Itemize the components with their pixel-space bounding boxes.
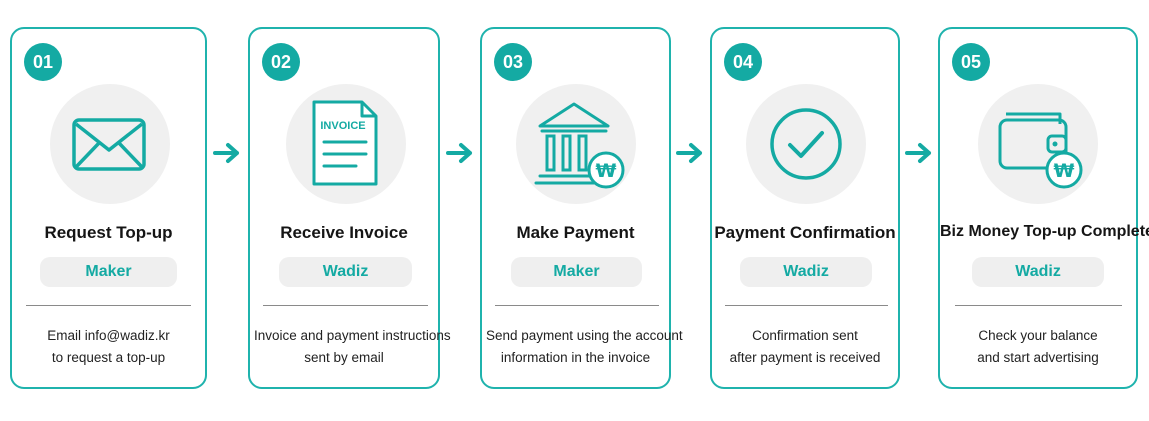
invoice-document-icon: INVOICE xyxy=(286,84,406,204)
step-title: Receive Invoice xyxy=(280,223,408,242)
role-badge: Wadiz xyxy=(279,257,412,287)
role-badge: Wadiz xyxy=(740,257,872,287)
wallet-won-icon: ₩ xyxy=(978,84,1098,204)
divider xyxy=(26,305,191,306)
step-card-5: 05 ₩ Biz Money Top-up Complete Wadiz Che… xyxy=(938,27,1149,389)
step-number-badge: 04 xyxy=(724,43,762,81)
arrow-right-icon xyxy=(905,143,931,163)
divider xyxy=(725,305,888,306)
envelope-icon xyxy=(50,84,170,204)
step-card-1: 01 Request Top-up Maker Email info@wadiz… xyxy=(10,27,207,389)
bank-won-icon: ₩ xyxy=(516,84,636,204)
role-badge: Wadiz xyxy=(972,257,1104,287)
divider xyxy=(495,305,659,306)
step-description: Send payment using the account informati… xyxy=(486,325,683,369)
step-card-4: 04 Payment Confirmation Wadiz Confirmati… xyxy=(710,27,900,389)
step-title: Request Top-up xyxy=(44,223,173,242)
step-description-line-2: after payment is received xyxy=(729,350,881,365)
step-description-line-1: Send payment using the account xyxy=(486,328,683,343)
step-description-line-2: and start advertising xyxy=(977,350,1099,365)
step-description-line-1: Confirmation sent xyxy=(752,328,858,343)
step-number-badge: 02 xyxy=(262,43,300,81)
role-badge: Maker xyxy=(40,257,177,287)
arrow-right-icon xyxy=(446,143,472,163)
divider xyxy=(263,305,428,306)
step-description-line-2: information in the invoice xyxy=(500,350,651,365)
invoice-label: INVOICE xyxy=(320,120,365,132)
won-sign: ₩ xyxy=(1054,160,1075,182)
step-title: Biz Money Top-up Complete xyxy=(940,223,1149,240)
arrow-right-icon xyxy=(676,143,702,163)
step-number-badge: 05 xyxy=(952,43,990,81)
step-number-badge: 01 xyxy=(24,43,62,81)
step-description-line-2: to request a top-up xyxy=(51,350,166,365)
step-description-line-2: sent by email xyxy=(304,350,384,365)
check-circle-icon xyxy=(746,84,866,204)
step-card-2: 02 INVOICE Receive Invoice Wadiz Invoice… xyxy=(248,27,451,389)
step-description: Invoice and payment instructions sent by… xyxy=(254,325,451,369)
divider xyxy=(955,305,1122,306)
step-description-line-1: Email info@wadiz.kr xyxy=(47,328,170,343)
step-card-3: 03 ₩ Make Payment Maker Send payment usi… xyxy=(480,27,683,389)
won-sign: ₩ xyxy=(596,160,617,182)
step-number-badge: 03 xyxy=(494,43,532,81)
step-title: Make Payment xyxy=(516,223,635,242)
role-badge: Maker xyxy=(511,257,642,287)
arrow-right-icon xyxy=(213,143,239,163)
step-description: Confirmation sent after payment is recei… xyxy=(716,325,894,369)
step-description: Email info@wadiz.kr to request a top-up xyxy=(16,325,201,369)
step-description: Check your balance and start advertising xyxy=(944,325,1132,369)
step-title: Payment Confirmation xyxy=(714,223,896,242)
step-description-line-1: Invoice and payment instructions xyxy=(254,328,451,343)
step-description-line-1: Check your balance xyxy=(978,328,1098,343)
